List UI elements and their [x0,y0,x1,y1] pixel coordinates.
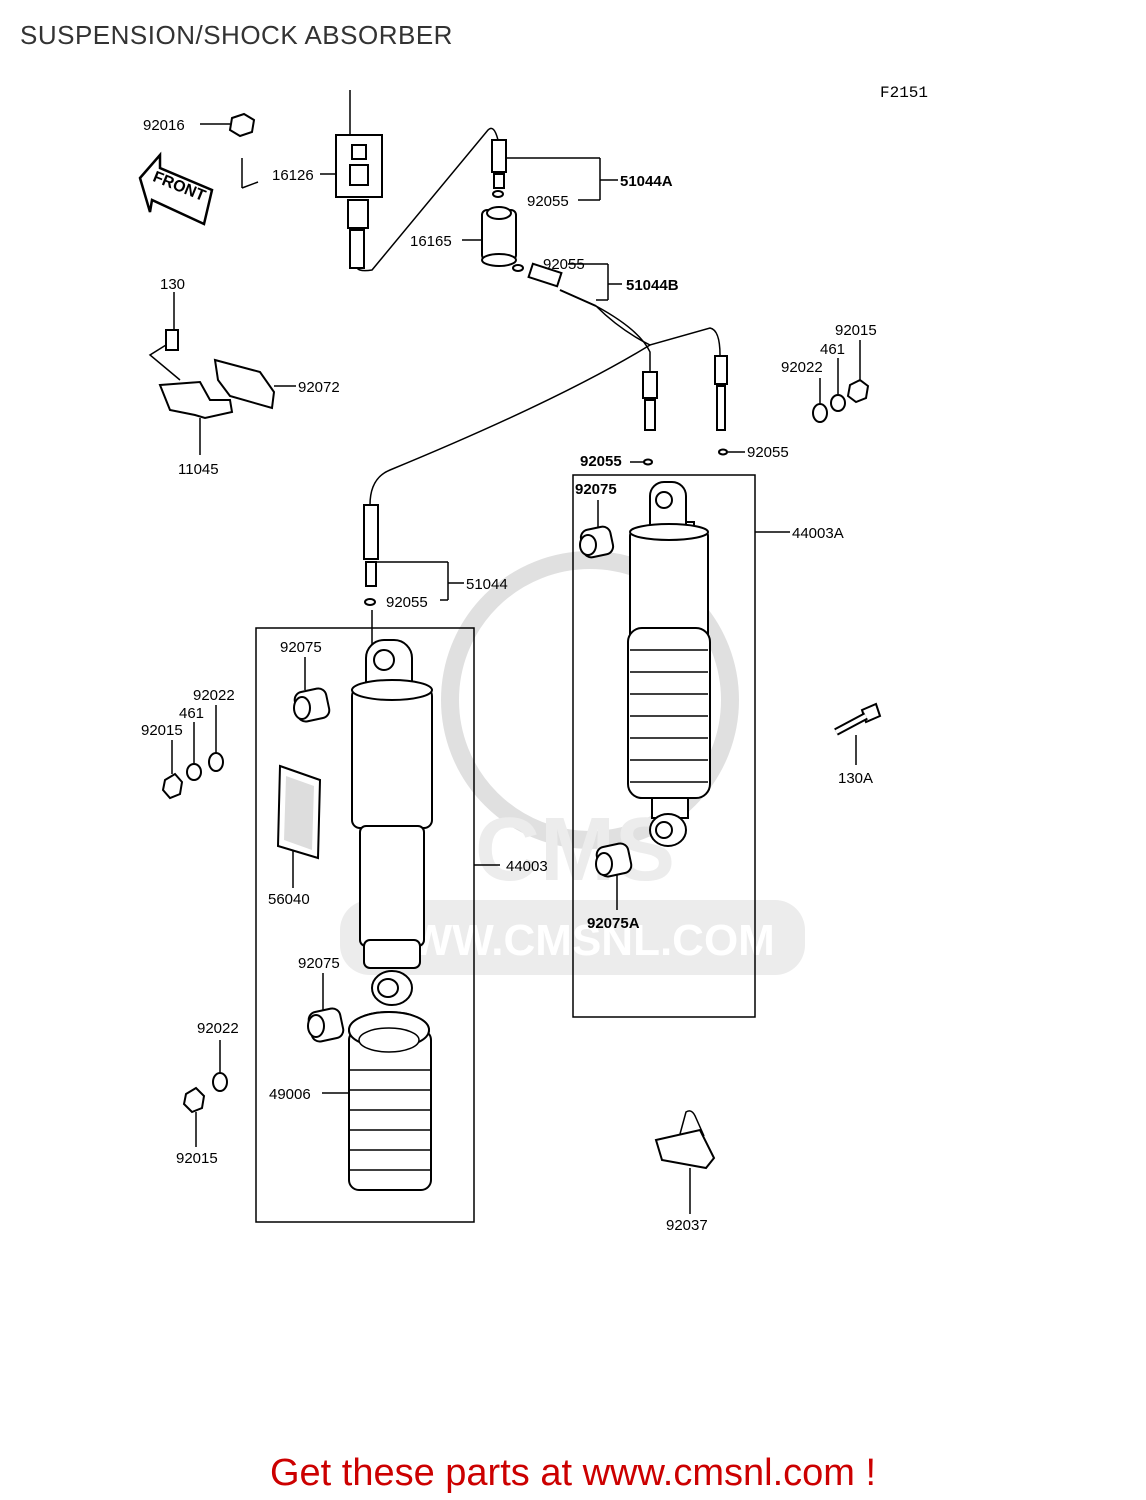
hose-fitting-51044 [363,504,379,560]
washer-461-left [186,763,202,781]
watermark-text: WWW.CMSNL.COM [369,916,775,965]
nut-92015-lower [182,1086,206,1114]
nut-92016 [228,112,256,138]
part-label-56040: 56040 [268,891,310,908]
part-label-92015-right: 92015 [835,322,877,339]
part-label-92022-left: 92022 [193,687,235,704]
footer-link[interactable]: Get these parts at www.cmsnl.com ! [269,1452,877,1494]
shock-absorber-44003A [627,481,711,847]
part-label-92072: 92072 [298,379,340,396]
clip-92037 [654,1110,716,1170]
bracket-11045 [158,380,234,420]
label-56040 [276,764,322,860]
bushing-92075-left-lower [307,1007,345,1043]
nut-92015-left [161,772,184,800]
part-label-51044: 51044 [466,576,508,593]
part-label-92022-lower: 92022 [197,1020,239,1037]
part-label-16165: 16165 [410,233,452,250]
part-label-92037: 92037 [666,1217,708,1234]
shock-absorber-44003 [351,610,433,1006]
hose-fitting-51044B [527,262,563,288]
part-label-461-right: 461 [820,341,845,358]
washer-92022-lower [212,1072,228,1092]
bushing-92075-right-top [579,525,615,559]
washer-92022-right [812,403,828,423]
part-label-92055-mid: 92055 [543,256,585,273]
part-label-461-left: 461 [179,705,204,722]
part-label-11045: 11045 [178,461,219,478]
part-label-44003A: 44003A [792,525,844,542]
part-label-44003: 44003 [506,858,548,875]
part-label-92015-left: 92015 [141,722,183,739]
part-label-92016: 92016 [143,117,185,134]
part-label-92055-left: 92055 [386,594,428,611]
part-label-92055-top: 92055 [527,193,569,210]
part-label-130A: 130A [838,770,873,787]
part-label-49006: 49006 [269,1086,311,1103]
bushing-92075A [595,842,633,878]
part-label-92022-right: 92022 [781,359,823,376]
parts-diagram: WWW.CMSNL.COM CMS FRONT [138,90,882,1234]
part-label-16126: 16126 [272,167,314,184]
diagram-code: F2151 [880,84,929,102]
bolt-130A [834,702,882,736]
part-label-92075A: 92075A [587,915,640,932]
plate-92072 [213,358,276,410]
part-label-130: 130 [160,276,185,293]
hose-fitting-51044A [491,139,507,173]
reservoir-16165 [481,206,517,267]
watermark-logo-text: CMS [475,800,675,900]
part-label-51044B: 51044B [626,277,679,294]
washer-461-right [830,394,846,412]
washer-92022-left [208,752,224,772]
part-label-92015-lower: 92015 [176,1150,218,1167]
part-label-92055-right-left: 92055 [580,453,622,470]
front-arrow-icon: FRONT [138,151,214,226]
bushing-92075-left-top [293,687,331,723]
part-label-92075-right: 92075 [575,481,617,498]
part-label-92055-right-right: 92055 [747,444,789,461]
boot-49006 [348,1011,432,1191]
part-label-51044A: 51044A [620,173,673,190]
page-title: SUSPENSION/SHOCK ABSORBER [20,20,453,50]
nut-92015-right [846,378,870,404]
part-label-92075-left: 92075 [280,639,322,656]
part-label-92075-lower: 92075 [298,955,340,972]
bolt-130 [165,329,179,351]
